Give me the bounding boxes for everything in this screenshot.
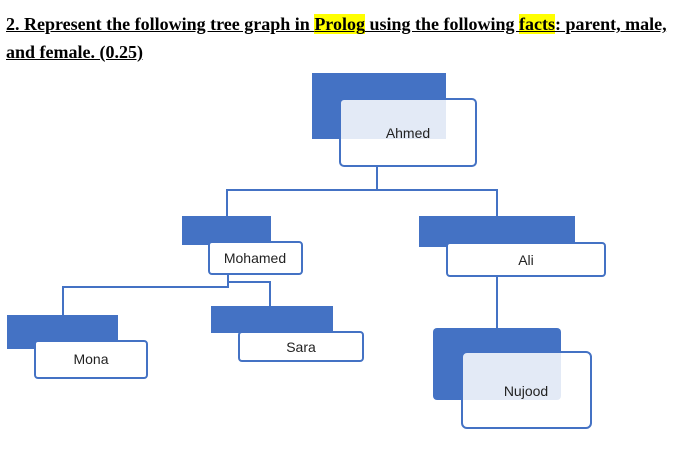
node-mohamed-label: Mohamed — [224, 250, 286, 266]
node-ahmed-label: Ahmed — [386, 125, 430, 141]
connector-mohamed-sara — [228, 281, 271, 306]
node-mohamed-box — [208, 241, 303, 275]
connector-ahmed-children — [226, 167, 378, 217]
question-part-3: : parent, male, and female. (0.25) — [6, 14, 667, 62]
node-ahmed: Ahmed — [312, 73, 477, 167]
node-sara-accent — [211, 306, 333, 333]
node-nujood: Nujood — [433, 328, 592, 429]
node-sara-label: Sara — [286, 339, 316, 355]
node-ali-box — [446, 242, 606, 277]
node-mona: Mona — [7, 315, 148, 379]
node-mona-box — [34, 340, 148, 379]
tree-connectors — [62, 167, 498, 328]
node-mona-label: Mona — [73, 351, 108, 367]
question-text: 2. Represent the following tree graph in… — [6, 10, 694, 66]
node-mohamed-accent — [182, 216, 271, 245]
node-sara: Sara — [211, 306, 364, 362]
node-ali-accent — [419, 216, 575, 247]
node-mohamed: Mohamed — [182, 216, 303, 275]
connector-ahmed-ali — [377, 189, 498, 217]
highlight-prolog: Prolog — [314, 14, 365, 34]
connector-mohamed-children — [62, 275, 229, 315]
node-ali-label: Ali — [518, 252, 534, 268]
node-nujood-box — [461, 351, 592, 429]
question-part-1: 2. Represent the following tree graph in — [6, 14, 315, 34]
node-ali: Ali — [419, 216, 606, 277]
node-ahmed-box — [339, 98, 477, 167]
question-part-2: using the following — [364, 14, 520, 34]
node-nujood-label: Nujood — [504, 383, 548, 399]
highlight-facts: facts — [519, 14, 555, 34]
node-sara-box — [238, 331, 364, 362]
